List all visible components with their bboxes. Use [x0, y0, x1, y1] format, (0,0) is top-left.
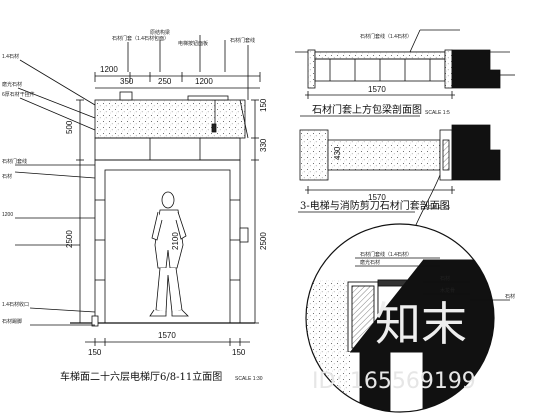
elev-dim-bottom-2: 1570: [158, 331, 176, 340]
human-figure: [149, 191, 189, 317]
elev-top-note-4: 石材门套线: [230, 37, 255, 44]
detail-note-2: 磨光石材: [360, 259, 380, 266]
elev-dim-right-1: 150: [259, 98, 268, 112]
section-top-title: 石材门套上方包梁剖面图: [312, 103, 422, 116]
watermark-id: ID: 165569199: [312, 369, 476, 394]
section-mid-inner: 430: [333, 146, 342, 160]
elev-top-note-1: 石材门套（1.4石材包面）: [112, 35, 169, 42]
elev-left-note-3: 6厚石材干挂件: [2, 91, 35, 98]
elev-left-note-1: 1.4石材: [2, 53, 19, 60]
elev-top-note-2: 原结构梁: [150, 29, 170, 36]
elev-dim-left-1: 500: [65, 120, 74, 134]
detail-note-4: 木龙骨: [440, 287, 455, 294]
watermark-brand: 知末: [375, 297, 467, 351]
section-mid-drawing: [298, 124, 501, 281]
elev-dim-bottom-3: 150: [232, 348, 246, 357]
section-top-note: 石材门套线（1.4石材）: [360, 33, 412, 40]
section-mid-title: 3-电梯与消防剪刀石材门套剖面图: [300, 199, 450, 212]
elev-left-note-5: 石材: [2, 173, 12, 180]
elev-dim-right-3: 2500: [259, 232, 268, 250]
section-top-dim: 1570: [368, 85, 386, 94]
elev-dim-top-3: 250: [158, 77, 172, 86]
elev-left-note-2: 磨光石材: [2, 81, 22, 88]
elev-dim-top-4: 1200: [195, 77, 213, 86]
elev-left-note-6: 1200: [2, 212, 13, 218]
elev-left-note-4: 石材门套线: [2, 158, 27, 165]
elev-dim-inner: 2100: [171, 232, 180, 250]
elev-dim-top-1: 1200: [100, 65, 118, 74]
elevation-title: 车梯面二十六层电梯厅6/8-11立面图: [60, 370, 222, 383]
detail-circle: [305, 223, 510, 413]
detail-note-1: 石材门套线（1.4石材）: [360, 251, 412, 258]
elev-left-note-8: 石材踢脚: [2, 318, 22, 325]
detail-note-5: 石材: [505, 293, 515, 300]
section-top-scale: SCALE 1:5: [425, 110, 450, 116]
section-mid-scale: SCALE 1:5: [425, 205, 450, 211]
elev-dim-bottom-1: 150: [88, 348, 102, 357]
elev-top-note-3: 电梯按钮面板: [178, 40, 208, 47]
section-mid-dim: 1570: [368, 193, 386, 202]
elevation-scale: SCALE 1:30: [235, 376, 263, 382]
elevation-drawing: [14, 35, 261, 346]
section-top-drawing: [295, 29, 515, 117]
elev-dim-top-2: 350: [120, 77, 134, 86]
elev-dim-right-2: 330: [259, 138, 268, 152]
elev-dim-left-2: 2500: [65, 230, 74, 248]
elev-left-note-7: 1.4石材收口: [2, 301, 29, 308]
detail-note-3: 石材: [440, 275, 450, 282]
